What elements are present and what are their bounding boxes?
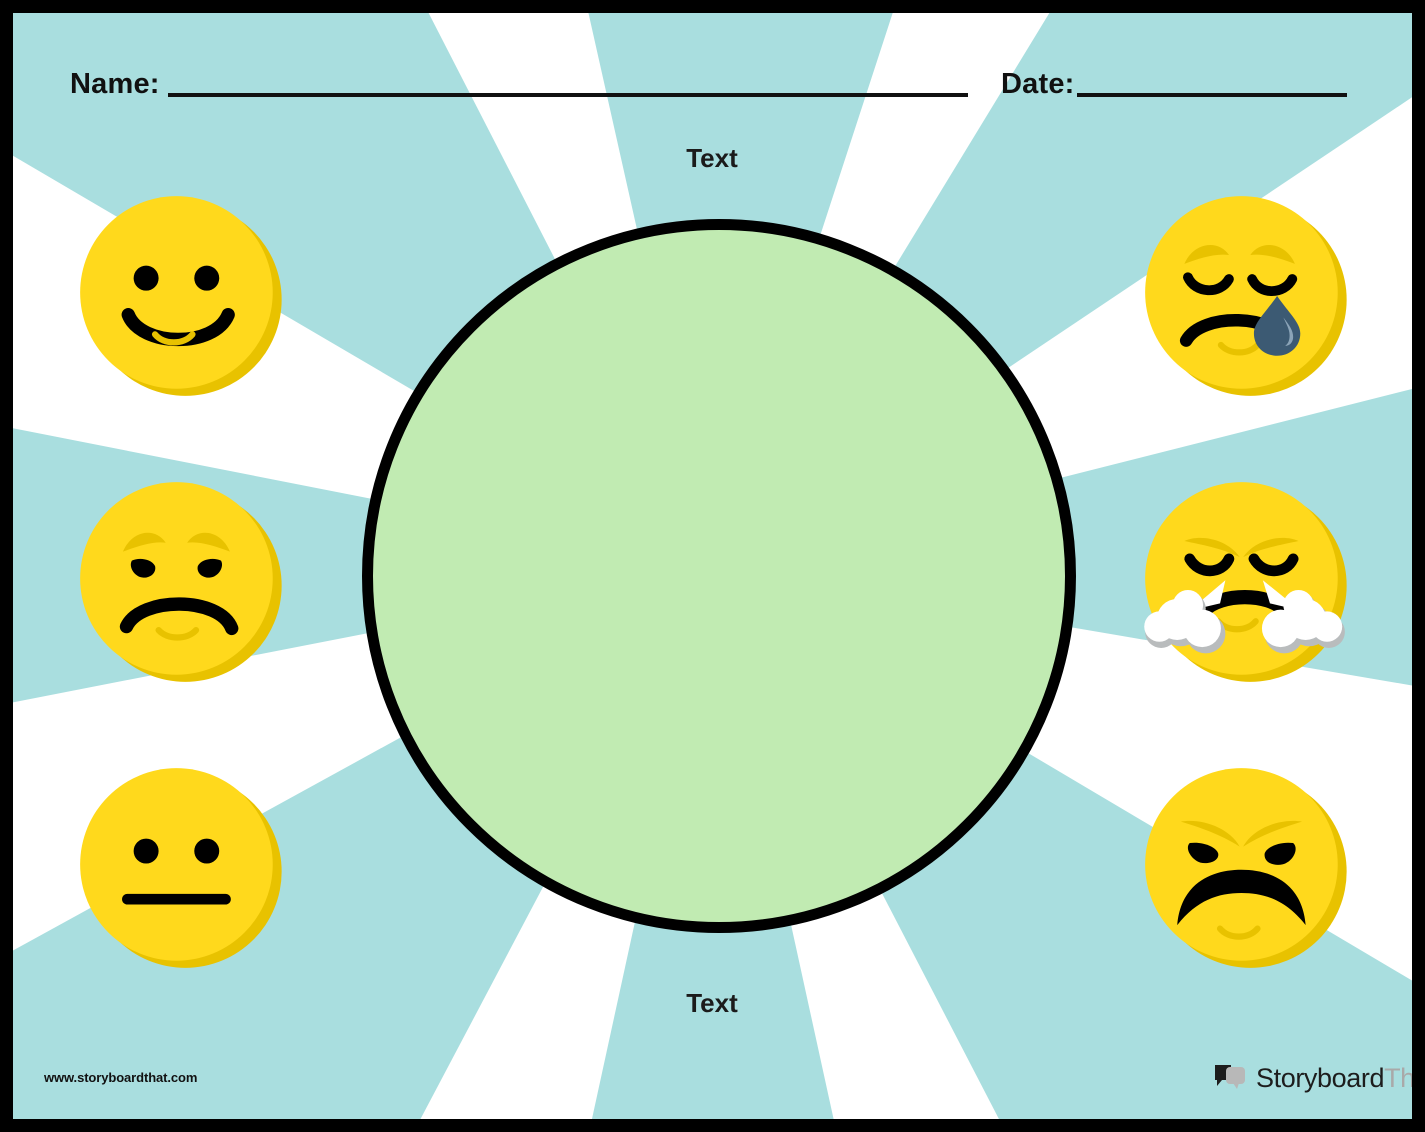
center-answer-circle[interactable] bbox=[362, 219, 1076, 933]
worksheet-canvas: Name: Date: Text Text bbox=[13, 13, 1412, 1119]
brand-name-primary: Storyboard bbox=[1256, 1062, 1385, 1093]
sad-face-icon bbox=[73, 475, 287, 689]
angry-face-icon bbox=[1138, 761, 1352, 975]
brand-name-secondary: That bbox=[1384, 1062, 1412, 1093]
happy-face-icon bbox=[73, 189, 287, 403]
neutral-face-icon bbox=[73, 761, 287, 975]
storyboardthat-brand[interactable]: Storyboard That bbox=[1213, 1060, 1412, 1096]
crying-face-icon bbox=[1138, 189, 1352, 403]
text-label-bottom[interactable]: Text bbox=[686, 988, 738, 1018]
footer-website-url[interactable]: www.storyboardthat.com bbox=[44, 1070, 198, 1085]
steaming-angry-face-icon bbox=[1138, 475, 1352, 689]
speech-bubbles-logo-icon bbox=[1215, 1065, 1245, 1089]
text-label-top[interactable]: Text bbox=[686, 143, 738, 173]
